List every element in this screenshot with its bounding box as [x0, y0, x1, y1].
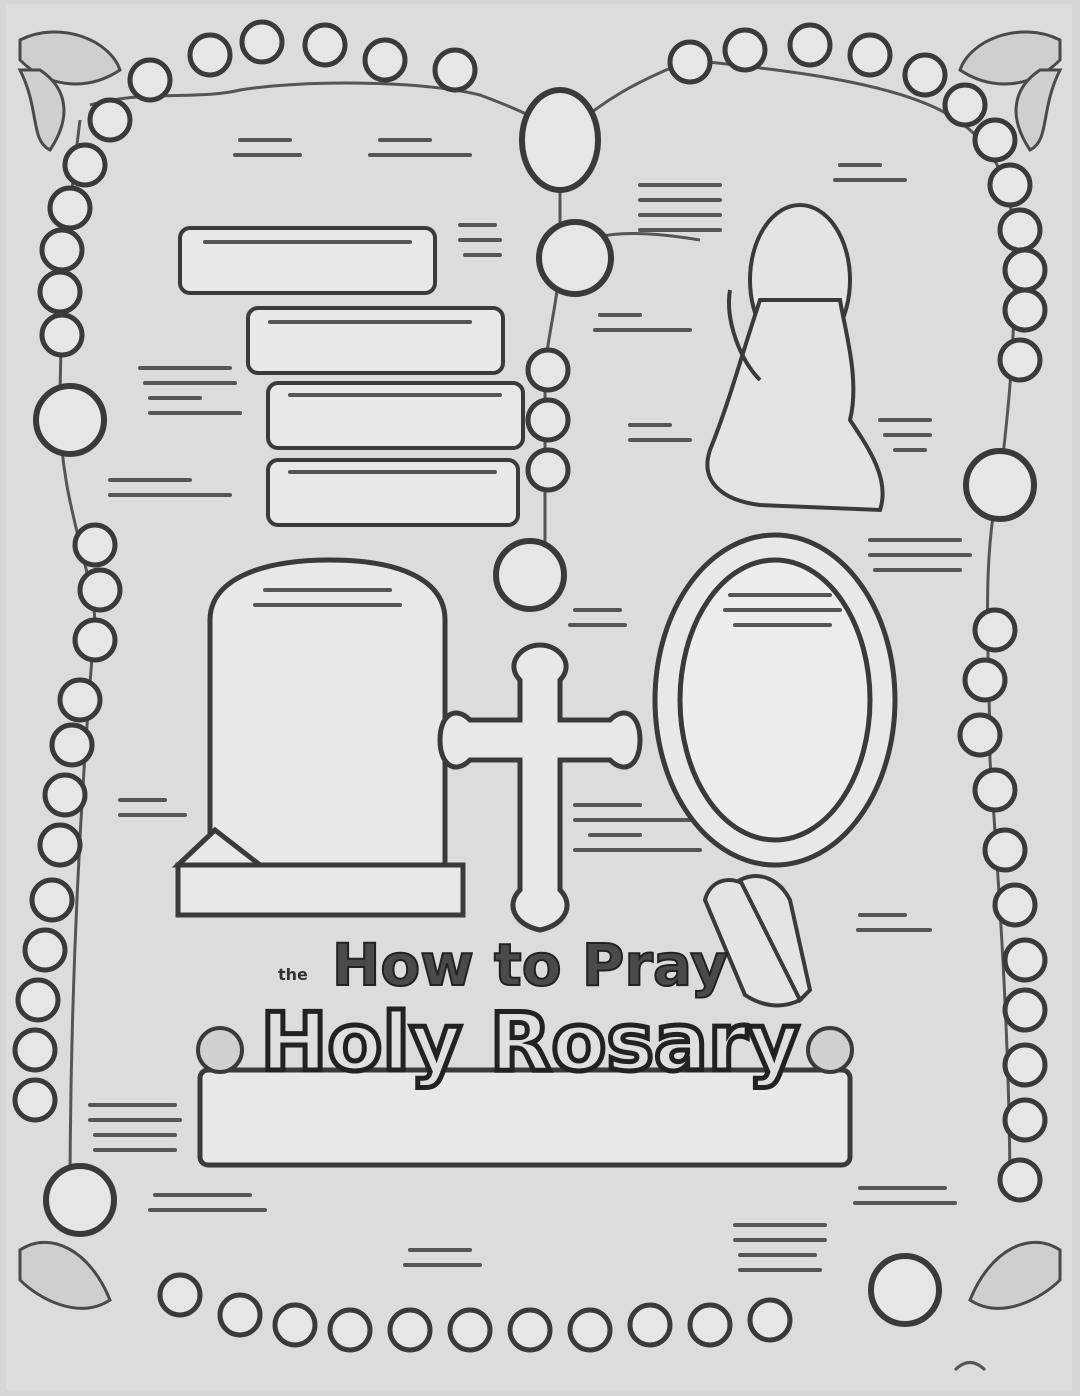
large-beads — [33, 87, 1037, 1327]
rosary-beads — [12, 19, 1048, 1353]
title-line1: How to Pray — [332, 931, 728, 999]
praying-hands-icon — [702, 874, 813, 1008]
caption-marks — [88, 138, 972, 1272]
title-small: the — [278, 965, 308, 984]
corner-leaf-icon — [17, 30, 122, 152]
corner-leaf-icon — [958, 30, 1063, 152]
oval-frame-icon — [652, 532, 898, 868]
page-corner-mark — [953, 1361, 987, 1372]
tombstone-icon — [171, 557, 466, 918]
mary-figure-icon — [705, 203, 885, 513]
title-banner — [197, 1067, 853, 1168]
rose-icon — [196, 1026, 854, 1074]
title-line2: Holy Rosary — [260, 996, 799, 1089]
cross-icon — [437, 642, 643, 933]
corner-leaf-icon — [18, 1240, 112, 1310]
corner-leaf-icon — [968, 1240, 1062, 1310]
mystery-boxes — [178, 226, 525, 527]
